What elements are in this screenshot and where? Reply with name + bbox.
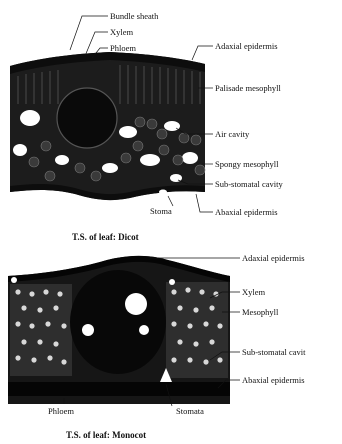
- monocot-xylem-vessel-left: [82, 324, 94, 336]
- dicot-bundle-sheath: [57, 88, 117, 148]
- label-bundle-sheath: Bundle sheath: [110, 11, 159, 21]
- label-dicot-phloem: Phloem: [110, 43, 136, 53]
- label-stoma: Stoma: [150, 206, 172, 216]
- caption-dicot: T.S. of leaf: Dicot: [72, 232, 139, 242]
- label-monocot-sub-stomatal-cavity: Sub-stomatal cavit: [242, 347, 306, 357]
- label-air-cavity: Air cavity: [215, 129, 250, 139]
- monocot-cavity-top-left: [11, 277, 17, 283]
- label-mesophyll: Mesophyll: [242, 307, 279, 317]
- monocot-vascular-bundle: [70, 270, 166, 374]
- dicot-stoma: [159, 190, 167, 195]
- label-monocot-xylem: Xylem: [242, 287, 266, 297]
- label-stomata: Stomata: [176, 406, 204, 416]
- label-dicot-abaxial-epidermis: Abaxial epidermis: [215, 207, 278, 217]
- label-dicot-sub-stomatal-cavity: Sub-stomatal cavity: [215, 179, 284, 189]
- dicot-leaf-section: [10, 52, 205, 200]
- monocot-leaf-section: [8, 256, 230, 404]
- monocot-xylem-vessel-large: [125, 293, 147, 315]
- label-monocot-abaxial-epidermis: Abaxial epidermis: [242, 375, 305, 385]
- caption-monocot: T.S. of leaf: Monocot: [66, 430, 146, 440]
- label-monocot-phloem: Phloem: [48, 406, 74, 416]
- label-monocot-adaxial-epidermis: Adaxial epidermis: [242, 253, 305, 263]
- label-dicot-adaxial-epidermis: Adaxial epidermis: [215, 41, 278, 51]
- monocot-xylem-vessel-right: [139, 325, 149, 335]
- label-spongy-mesophyll: Spongy mesophyll: [215, 159, 279, 169]
- monocot-mesophyll-right: [166, 282, 228, 378]
- label-palisade-mesophyll: Palisade mesophyll: [215, 83, 282, 93]
- monocot-abaxial-epidermis: [8, 382, 230, 396]
- label-dicot-xylem: Xylem: [110, 27, 134, 37]
- monocot-cavity-top-right: [169, 279, 175, 285]
